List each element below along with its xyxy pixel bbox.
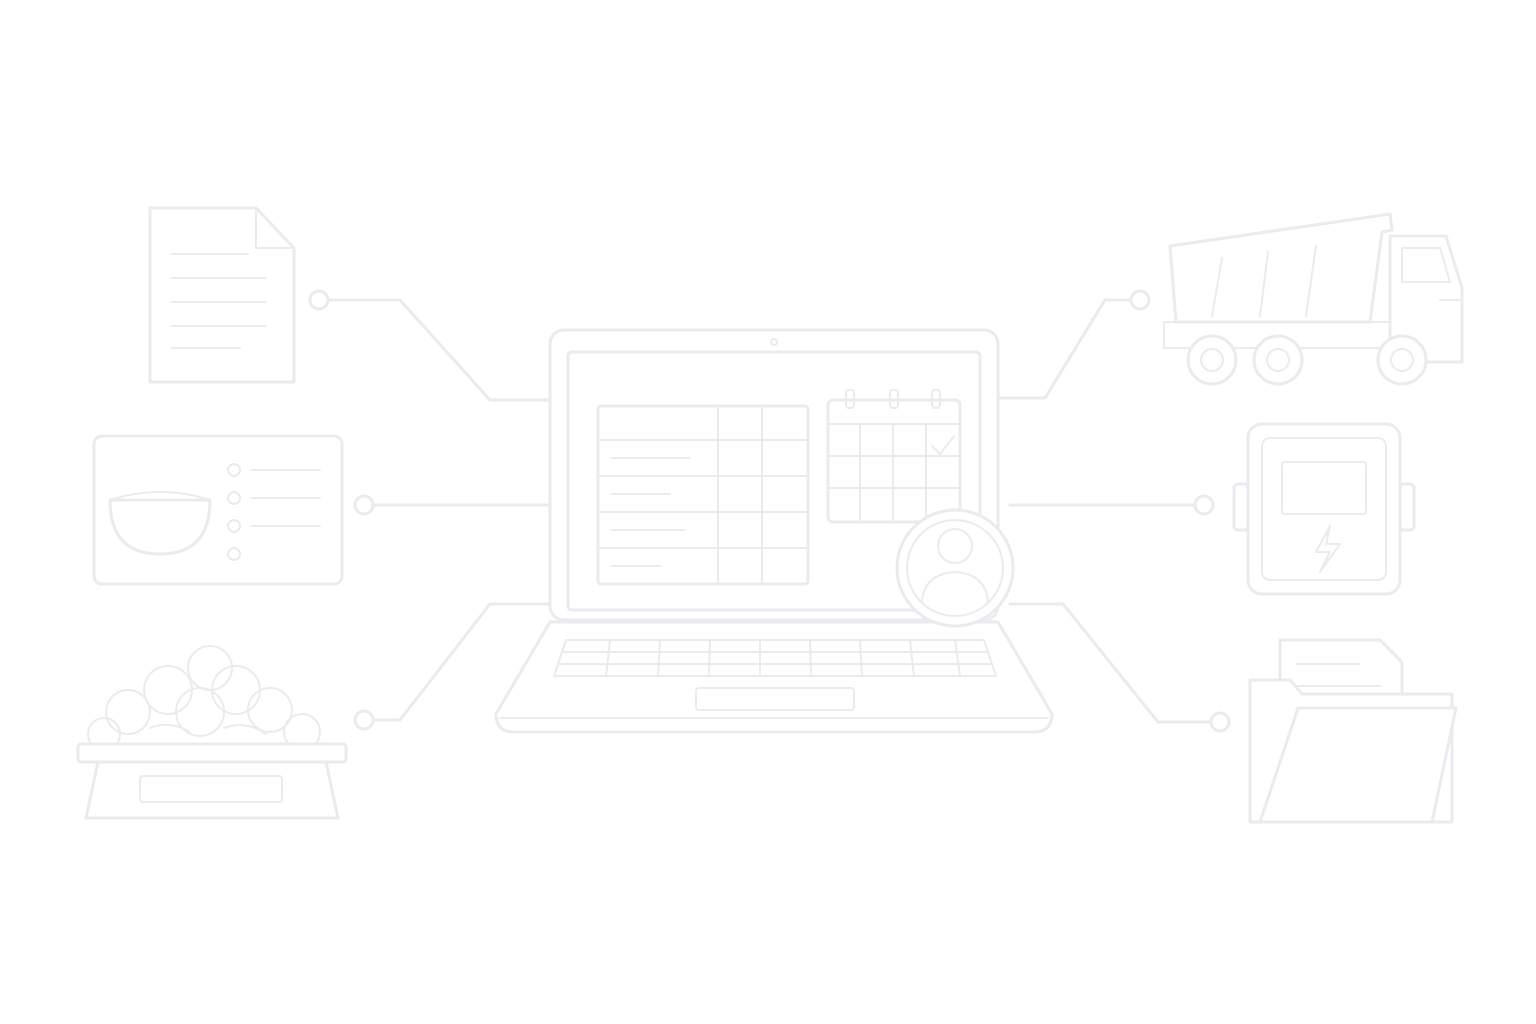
- node-truck: [1129, 289, 1151, 311]
- document-icon: [148, 206, 296, 384]
- aggregate-pile-icon: [76, 645, 348, 820]
- connector-nodes: [308, 289, 1231, 733]
- connector-document: [328, 298, 557, 402]
- node-folder: [1209, 711, 1231, 733]
- folder-documents-icon: [1248, 638, 1458, 824]
- node-document: [308, 289, 330, 311]
- node-aggregate: [353, 709, 375, 731]
- calendar-icon: [826, 389, 962, 524]
- node-battery: [1193, 494, 1215, 516]
- battery-device-icon: [1232, 422, 1416, 596]
- connector-truck: [998, 298, 1132, 400]
- connector-folder: [1008, 602, 1212, 724]
- connector-aggregate: [372, 602, 552, 722]
- dump-truck-icon: [1163, 212, 1464, 386]
- table-grid-icon: [596, 404, 810, 586]
- node-product-card: [353, 494, 375, 516]
- user-profile-icon: [895, 508, 1015, 628]
- product-card-icon: [92, 434, 344, 586]
- connector-lines: [328, 298, 1212, 724]
